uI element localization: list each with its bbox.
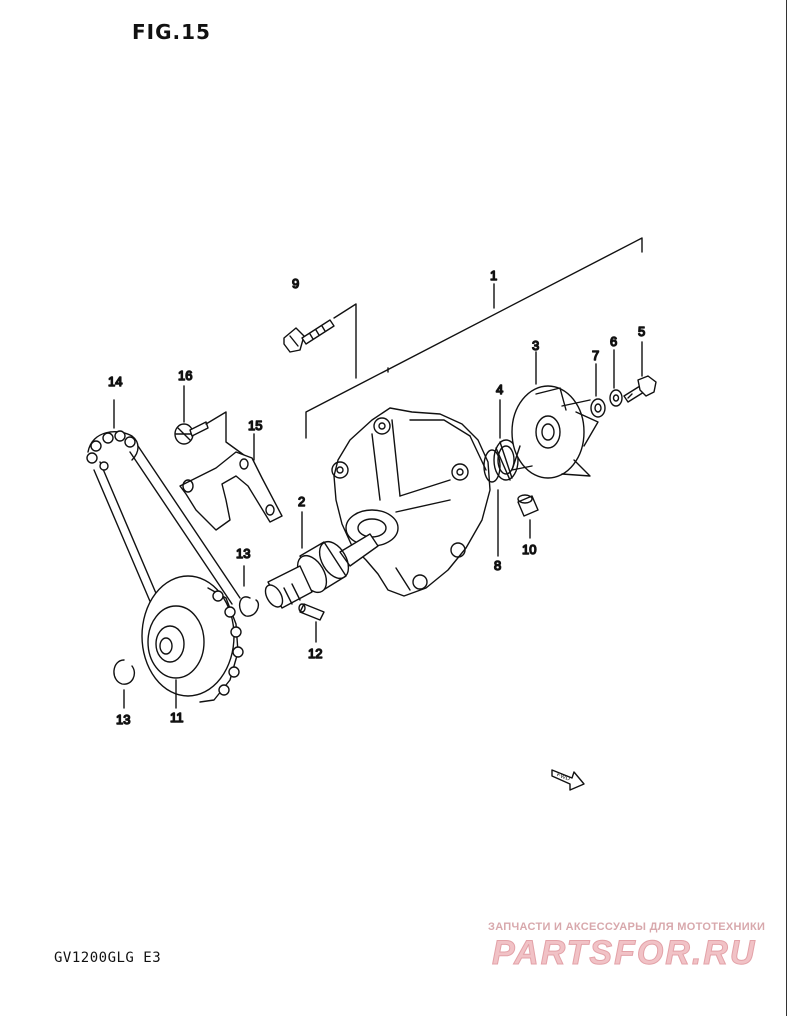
callout-1: 1 [490, 268, 497, 283]
callout-7: 7 [592, 348, 599, 363]
callout-15: 15 [248, 418, 262, 433]
model-code: GV1200GLG E3 [54, 950, 162, 966]
callout-11: 11 [170, 710, 184, 725]
callout-6: 6 [610, 334, 617, 349]
watermark-tagline: ЗАПЧАСТИ И АКСЕССУАРЫ ДЛЯ МОТОТЕХНИКИ [488, 921, 766, 933]
o-ring-8 [483, 449, 501, 557]
dowel-10 [517, 494, 539, 539]
bracket-15 [179, 433, 283, 531]
callout-9: 9 [292, 276, 299, 291]
sprocket-11 [141, 575, 244, 709]
callout-12: 12 [308, 646, 322, 661]
pump-housing [331, 407, 491, 597]
callout-16: 16 [178, 368, 192, 383]
drive-chain-14 [86, 399, 241, 607]
circlip-13-upper [239, 565, 260, 617]
pump-shaft-2 [264, 511, 379, 609]
callout-13-lower: 13 [116, 712, 130, 727]
callout-4: 4 [496, 382, 503, 397]
watermark-logo: PARTSFOR.RU [491, 934, 757, 973]
fwd-label: FWD [556, 772, 572, 783]
bolt-16 [174, 385, 249, 459]
washer-7 [590, 363, 606, 418]
fwd-arrow-icon [551, 769, 585, 791]
circlip-13-lower [113, 659, 136, 709]
callout-5: 5 [638, 324, 645, 339]
callout-10: 10 [522, 542, 536, 557]
group-bracket-1 [305, 237, 643, 439]
page-edge-rule [786, 0, 787, 1016]
pin-12 [298, 603, 325, 643]
callout-3: 3 [532, 338, 539, 353]
callout-13-upper: 13 [236, 546, 250, 561]
impeller-3 [511, 351, 599, 479]
callout-2: 2 [298, 494, 305, 509]
bolt-5 [623, 341, 657, 403]
callout-14: 14 [108, 374, 122, 389]
washer-6 [609, 349, 623, 407]
figure-title: FIG.15 [132, 20, 211, 44]
callout-8: 8 [494, 558, 501, 573]
bolt-9 [283, 303, 357, 379]
